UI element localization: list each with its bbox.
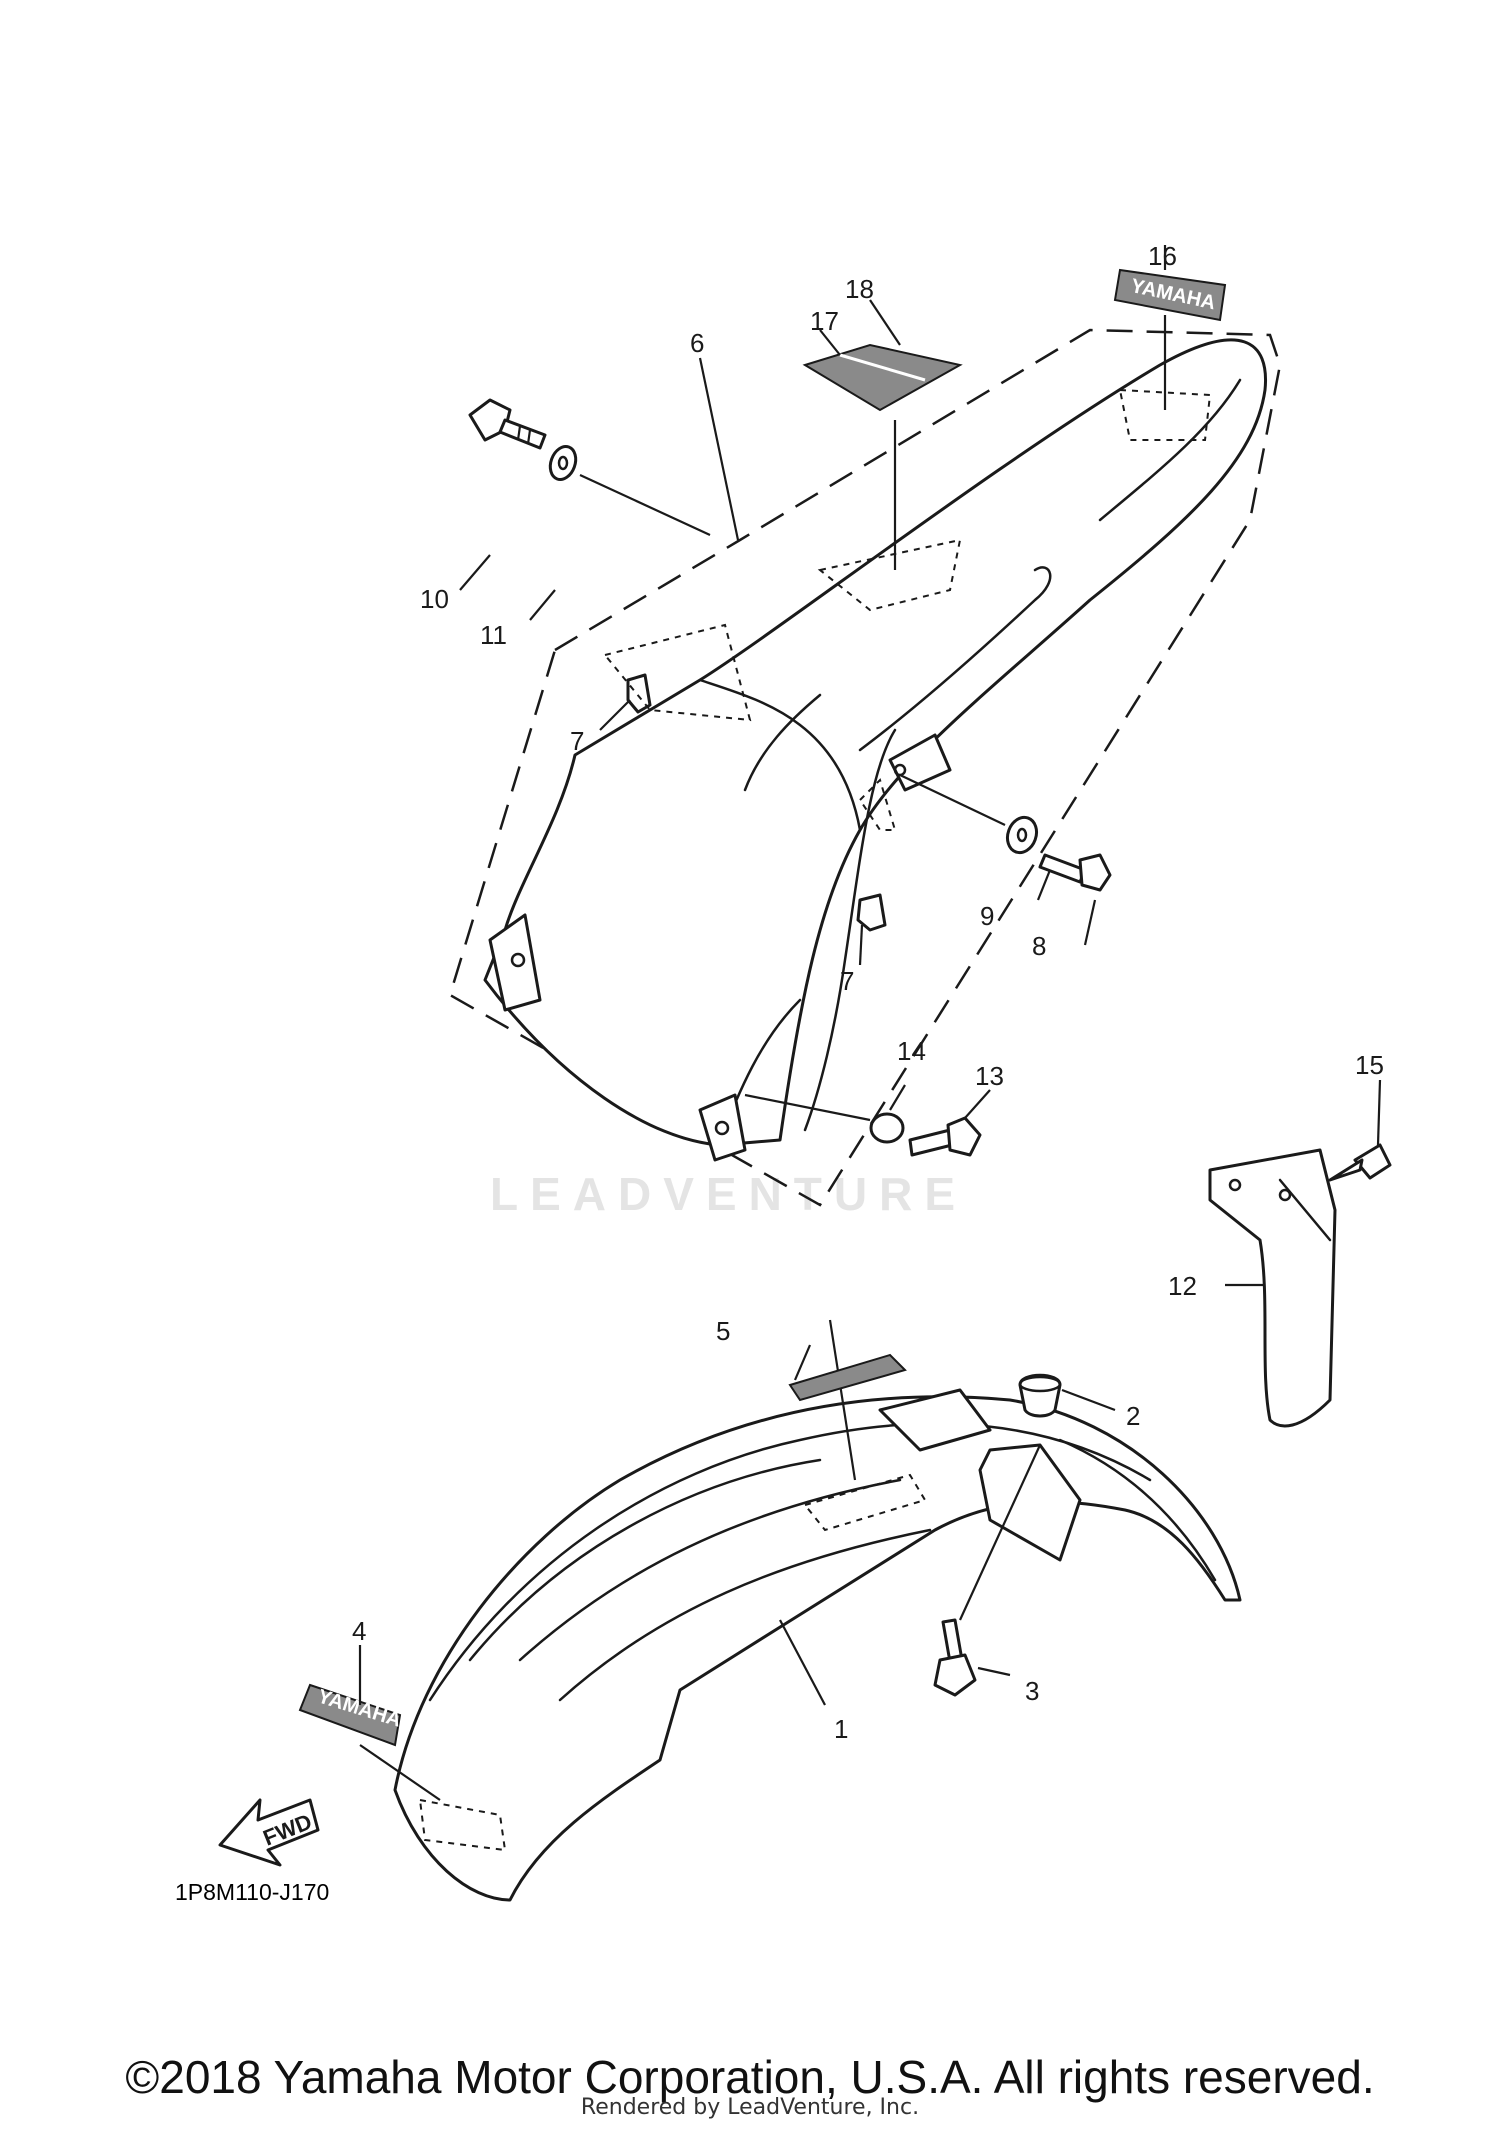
- diagram-code: 1P8M110-J170: [175, 1879, 329, 1905]
- callout-1: 1: [834, 1714, 848, 1744]
- callout-13: 13: [975, 1061, 1004, 1091]
- screw-15: [1328, 1143, 1392, 1182]
- callout-10: 10: [420, 584, 449, 614]
- callout-16: 16: [1148, 241, 1177, 271]
- callout-17: 17: [810, 306, 839, 336]
- callout-3: 3: [1025, 1676, 1039, 1706]
- callout-labels: 1 2 3 4 5 6 7 7 8 9 10 11 12 13 14 15 16…: [352, 241, 1384, 1744]
- clip-7-lower: [856, 893, 887, 932]
- callout-9: 9: [980, 901, 994, 931]
- callout-15: 15: [1355, 1050, 1384, 1080]
- clip-7-upper: [626, 673, 652, 714]
- copyright-text: ©2018 Yamaha Motor Corporation, U.S.A. A…: [125, 2051, 1375, 2103]
- decal-17-18: [802, 343, 963, 570]
- front-fender-group: [393, 1319, 1242, 1902]
- decal-5: [788, 1353, 907, 1402]
- watermark-text: LEADVENTURE: [490, 1168, 967, 1220]
- callout-5: 5: [716, 1316, 730, 1346]
- callout-8: 8: [1032, 931, 1046, 961]
- callout-12: 12: [1168, 1271, 1197, 1301]
- callout-4: 4: [352, 1616, 366, 1646]
- callout-7-upper: 7: [570, 726, 584, 756]
- leader-lines: [358, 245, 1382, 1706]
- rear-fender-group: [448, 328, 1282, 1207]
- nut-14: [744, 1093, 905, 1144]
- mud-flap: [1208, 1148, 1337, 1428]
- rendered-by-text: Rendered by LeadVenture, Inc.: [580, 2095, 920, 2120]
- callout-2: 2: [1126, 1401, 1140, 1431]
- callout-7-lower: 7: [840, 966, 854, 996]
- bolt-8: [1038, 853, 1112, 892]
- bolt-13: [908, 1116, 982, 1157]
- callout-18: 18: [845, 274, 874, 304]
- bolt-10: [468, 398, 547, 450]
- rear-fender: [483, 338, 1268, 1147]
- fwd-arrow-icon: FWD: [218, 1798, 320, 1867]
- washer-11: [548, 445, 711, 536]
- callout-6: 6: [690, 328, 704, 358]
- decal-16: YAMAHA: [1113, 268, 1227, 410]
- bolt-3: [933, 1444, 1042, 1697]
- callout-11: 11: [480, 620, 507, 650]
- callout-14: 14: [897, 1036, 926, 1066]
- grommet-2: [1018, 1373, 1062, 1418]
- front-fender: [393, 1395, 1242, 1902]
- washer-9: [899, 774, 1039, 855]
